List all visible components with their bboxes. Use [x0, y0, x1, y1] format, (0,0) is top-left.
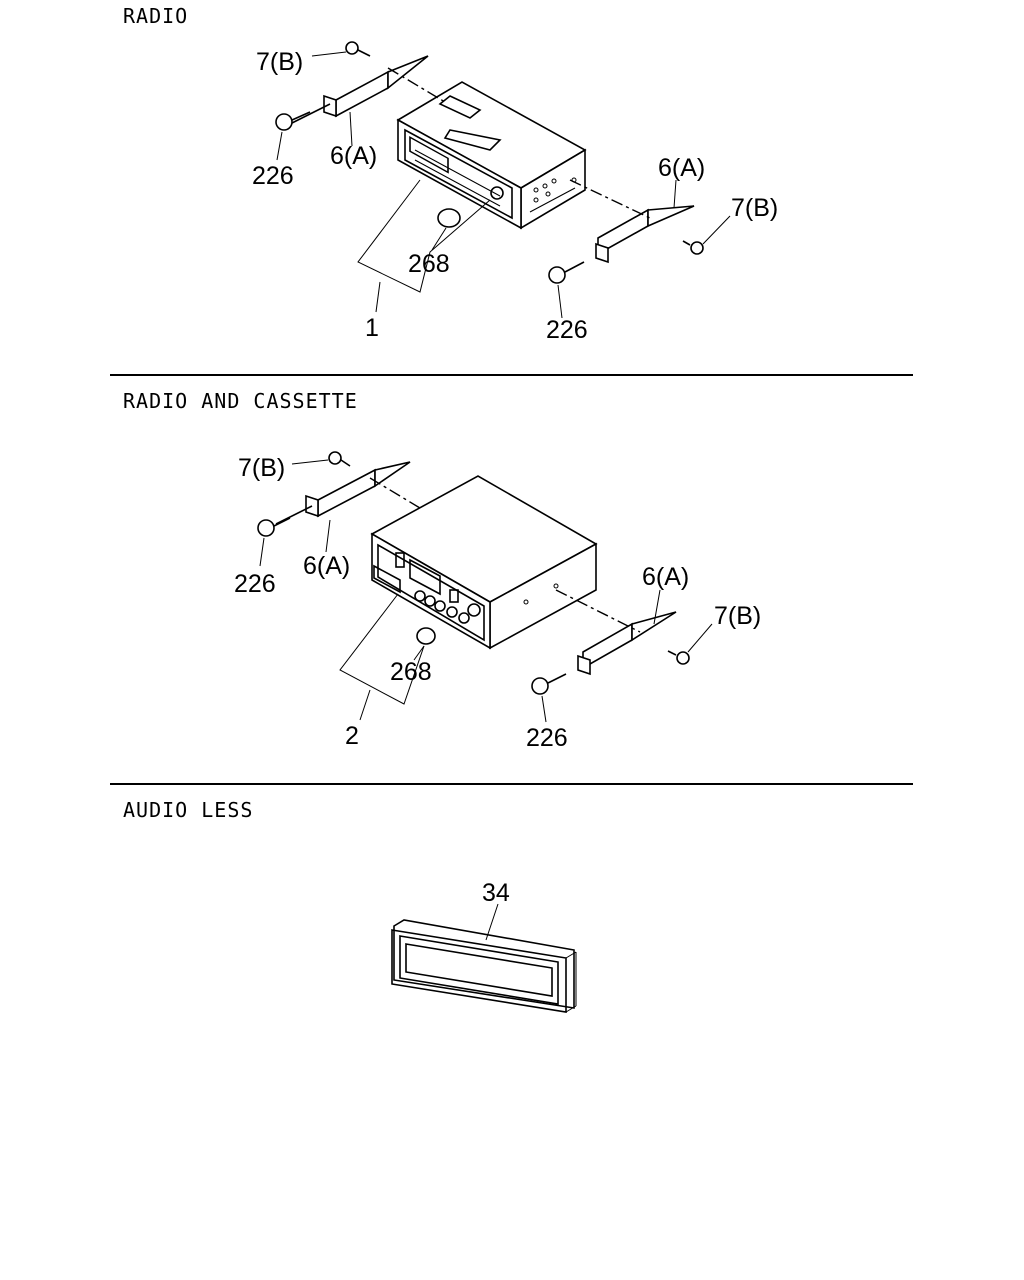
screw-7b-top: [345, 41, 371, 57]
screw-7b-right: [667, 650, 690, 665]
radio-cassette-assembly-drawing: [257, 451, 713, 723]
callout-6a: 6(A): [330, 142, 377, 170]
section-divider: [110, 374, 913, 376]
section-divider: [110, 783, 913, 785]
callout-268: 268: [408, 250, 450, 278]
pocket-panel-drawing: [391, 903, 577, 1013]
callout-226: 226: [234, 570, 276, 598]
bracket-right: [577, 611, 677, 676]
callout-226: 226: [252, 162, 294, 190]
callout-7b: 7(B): [238, 454, 285, 482]
screw-226-left: [275, 111, 311, 131]
bracket-right: [595, 205, 695, 264]
section-title-radio: RADIO: [123, 4, 189, 28]
callout-268: 268: [390, 658, 432, 686]
section-title-radio-and-cassette: RADIO AND CASSETTE: [123, 389, 358, 413]
callout-34: 34: [482, 879, 510, 907]
screw-226-right: [531, 673, 567, 695]
knob-268: [437, 208, 461, 228]
screw-226-right: [548, 261, 585, 284]
callout-1: 1: [365, 314, 379, 342]
callout-7b: 7(B): [714, 602, 761, 630]
section-title-audio-less: AUDIO LESS: [123, 798, 254, 822]
knob-268: [416, 627, 436, 645]
screw-7b-top: [328, 451, 351, 467]
callout-2: 2: [345, 722, 359, 750]
radio-cassette-unit: [370, 475, 598, 650]
callout-6a: 6(A): [642, 563, 689, 591]
bracket-left: [323, 55, 429, 118]
screw-7b-right: [682, 240, 704, 255]
callout-7b: 7(B): [256, 48, 303, 76]
screw-226-left: [257, 517, 291, 537]
radio-assembly-drawing: [275, 41, 731, 319]
callout-226: 226: [526, 724, 568, 752]
callout-226: 226: [546, 316, 588, 344]
radio-unit: [396, 81, 587, 230]
bracket-left: [305, 461, 411, 518]
callout-6a: 6(A): [303, 552, 350, 580]
callout-7b: 7(B): [731, 194, 778, 222]
callout-6a: 6(A): [658, 154, 705, 182]
